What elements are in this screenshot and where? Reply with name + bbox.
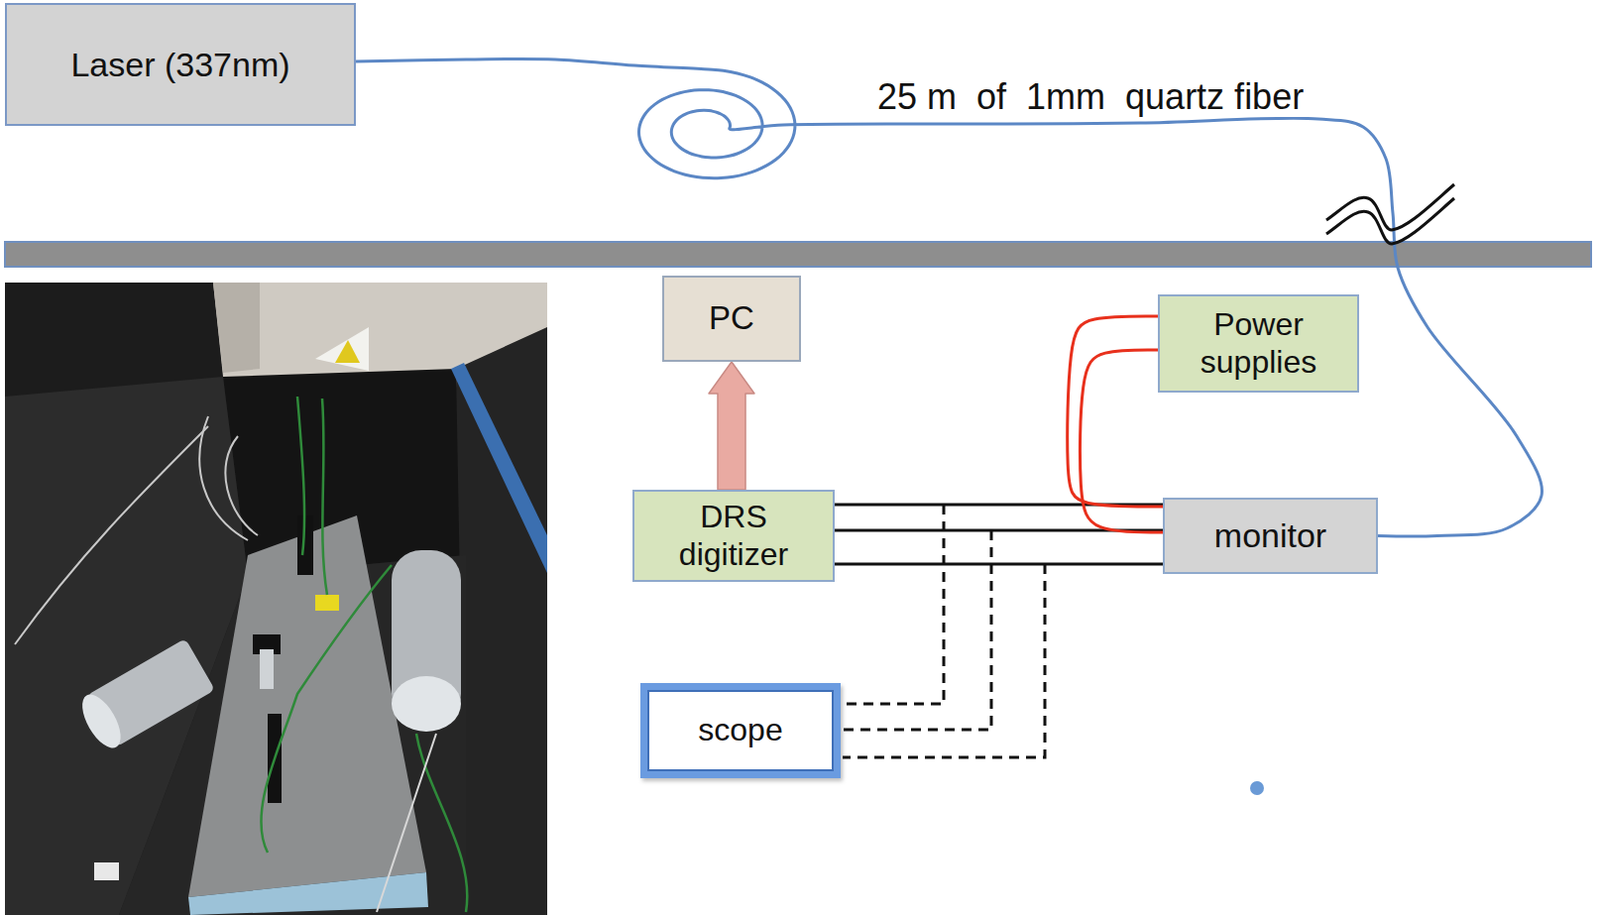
scope-probe-line <box>842 530 992 730</box>
data-arrow <box>708 361 755 490</box>
photo-wire <box>297 396 328 595</box>
photo-right-wall <box>456 327 548 915</box>
photo-sponge <box>315 594 340 611</box>
node-text: Power supplies <box>1184 306 1334 382</box>
node-text: scope <box>697 711 783 750</box>
signal-cable <box>834 563 1163 567</box>
node-text: monitor <box>1214 515 1327 556</box>
photo-fiber <box>14 426 209 645</box>
digitizer-box: DRS digitizer <box>632 489 835 582</box>
photo-sign <box>315 327 369 371</box>
power-cable <box>1079 349 1163 533</box>
node-text: Laser (337nm) <box>70 44 290 85</box>
stray-dot <box>1250 781 1264 796</box>
photo-optical-table <box>188 515 427 898</box>
setup-photo <box>4 282 548 915</box>
laser-box: Laser (337nm) <box>4 2 356 126</box>
edge-label: 25 m of 1mm quartz fiber <box>874 77 1307 117</box>
photo-warning-triangle <box>335 340 360 363</box>
scope-probe-line <box>842 504 944 704</box>
photo-label-tag <box>94 862 119 881</box>
photo-table-base <box>188 872 429 915</box>
photo-fiber <box>376 733 437 913</box>
photo-wire <box>260 565 392 853</box>
photo-curtain-fold <box>213 282 260 373</box>
photo-wire <box>199 416 258 541</box>
pc-box: PC <box>662 275 801 362</box>
node-text: PC <box>708 299 755 339</box>
break-symbol <box>1326 184 1455 230</box>
scope-probe-line <box>842 564 1045 758</box>
quartz-fiber <box>355 58 1542 537</box>
photo-pmt-left <box>74 638 216 754</box>
node-text: DRS digitizer <box>659 498 808 574</box>
photo-ground <box>4 282 548 915</box>
photo-lens <box>259 649 274 689</box>
photo-cylinder-end <box>74 688 128 755</box>
scope-box: scope <box>640 683 841 779</box>
divider-bar <box>4 241 1592 267</box>
break-symbol <box>1326 198 1455 244</box>
photo-wire <box>416 733 467 913</box>
power-supply-box: Power supplies <box>1157 294 1360 393</box>
photo-box-edge <box>451 362 548 573</box>
monitor-box: monitor <box>1162 497 1378 574</box>
photo-cylinder-end <box>391 676 461 732</box>
